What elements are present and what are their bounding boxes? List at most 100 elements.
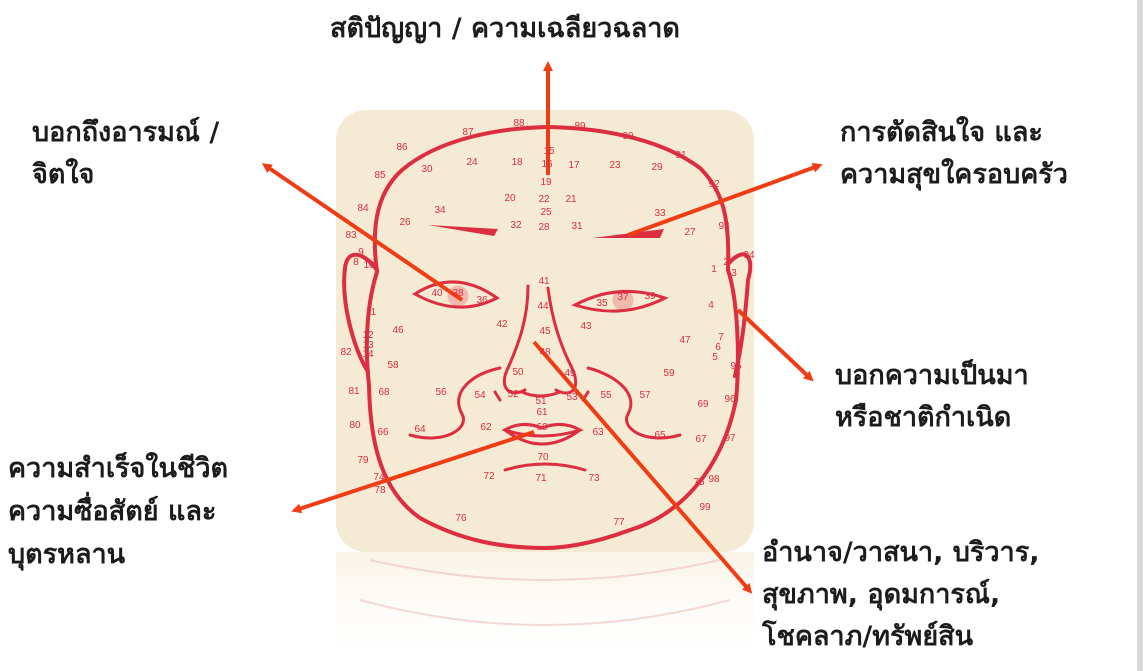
face-point-48: 48 bbox=[539, 347, 551, 358]
face-point-1: 1 bbox=[711, 264, 717, 275]
face-point-65: 65 bbox=[654, 430, 666, 441]
face-point-81: 81 bbox=[348, 386, 360, 397]
face-point-44: 44 bbox=[537, 301, 549, 312]
face-point-52: 52 bbox=[507, 389, 519, 400]
face-point-55: 55 bbox=[600, 390, 612, 401]
face-point-27: 27 bbox=[684, 227, 696, 238]
face-point-92: 92 bbox=[708, 179, 720, 190]
face-point-31: 31 bbox=[571, 221, 583, 232]
face-point-28: 28 bbox=[538, 222, 550, 233]
face-point-14: 14 bbox=[362, 349, 374, 360]
label-lower-right-line2: สุขภาพ, อุดมการณ์, bbox=[762, 574, 1039, 616]
face-point-11: 11 bbox=[366, 307, 377, 318]
face-point-93: 93 bbox=[718, 221, 730, 232]
face-point-86: 86 bbox=[396, 142, 408, 153]
face-point-73: 73 bbox=[588, 473, 600, 484]
label-right-middle-line1: บอกความเป็นมา bbox=[835, 355, 1029, 397]
face-point-39: 39 bbox=[644, 291, 656, 302]
face-point-17: 17 bbox=[568, 160, 580, 171]
face-point-83: 83 bbox=[345, 230, 357, 241]
face-point-22: 22 bbox=[538, 194, 550, 205]
face-point-98: 98 bbox=[708, 474, 720, 485]
face-point-40: 40 bbox=[431, 288, 443, 299]
label-upper-right-line2: ความสุขใครอบครัว bbox=[840, 154, 1068, 196]
label-lower-right-line1: อำนาจ/วาสนา, บริวาร, bbox=[762, 532, 1039, 574]
face-point-36: 36 bbox=[476, 295, 488, 306]
face-point-24: 24 bbox=[466, 157, 478, 168]
face-point-9: 9 bbox=[358, 247, 364, 258]
face-point-20: 20 bbox=[504, 193, 516, 204]
face-point-85: 85 bbox=[374, 170, 386, 181]
face-point-88: 88 bbox=[513, 118, 525, 129]
face-point-66: 66 bbox=[377, 427, 389, 438]
face-point-69: 69 bbox=[697, 399, 709, 410]
face-point-21: 21 bbox=[565, 194, 577, 205]
face-point-3: 3 bbox=[731, 268, 737, 279]
label-lower-right-line3: โชคลาภ/ทรัพย์สิน bbox=[762, 616, 1039, 658]
face-point-62: 62 bbox=[480, 422, 492, 433]
face-point-41: 41 bbox=[538, 276, 550, 287]
face-point-16: 16 bbox=[541, 159, 553, 170]
face-point-68: 68 bbox=[378, 387, 390, 398]
face-point-4: 4 bbox=[708, 300, 714, 311]
right-edge-strip bbox=[1137, 0, 1143, 671]
label-top: สติปัญญา / ความเฉลียวฉลาด bbox=[330, 8, 680, 50]
face-point-78: 78 bbox=[374, 485, 386, 496]
face-point-99: 99 bbox=[699, 502, 711, 513]
face-point-58: 58 bbox=[387, 360, 399, 371]
face-point-77: 77 bbox=[613, 517, 625, 528]
label-lower-left-line1: ความสำเร็จในชีวิต bbox=[8, 447, 228, 490]
face-point-80: 80 bbox=[349, 420, 361, 431]
face-point-51: 51 bbox=[535, 396, 547, 407]
face-point-64: 64 bbox=[414, 424, 426, 435]
face-point-76: 76 bbox=[455, 513, 467, 524]
face-point-84: 84 bbox=[357, 203, 369, 214]
face-point-63: 63 bbox=[592, 427, 604, 438]
face-point-30: 30 bbox=[421, 164, 433, 175]
face-point-96: 96 bbox=[724, 394, 736, 405]
face-point-74: 74 bbox=[373, 472, 385, 483]
face-point-46: 46 bbox=[392, 325, 404, 336]
face-point-75: 75 bbox=[693, 477, 705, 488]
face-point-35: 35 bbox=[596, 298, 608, 309]
face-point-67: 67 bbox=[695, 434, 707, 445]
face-point-47: 47 bbox=[679, 335, 691, 346]
face-point-82: 82 bbox=[340, 347, 352, 358]
label-right-middle: บอกความเป็นมา หรือชาติกำเนิด bbox=[835, 355, 1029, 439]
face-point-70: 70 bbox=[537, 452, 549, 463]
face-point-45: 45 bbox=[539, 326, 551, 337]
label-upper-left-line2: จิตใจ bbox=[32, 154, 219, 196]
face-point-7: 7 bbox=[718, 332, 724, 343]
face-point-97: 97 bbox=[724, 433, 736, 444]
face-point-43: 43 bbox=[580, 321, 592, 332]
label-top-text: สติปัญญา / ความเฉลียวฉลาด bbox=[330, 13, 680, 44]
face-point-61: 61 bbox=[536, 407, 548, 418]
face-point-71: 71 bbox=[535, 473, 547, 484]
face-point-10: 10 bbox=[363, 260, 375, 271]
card-reflection bbox=[336, 552, 754, 671]
label-lower-left-line2: ความซื่อสัตย์ และ bbox=[8, 490, 228, 533]
face-point-32: 32 bbox=[510, 220, 522, 231]
face-point-42: 42 bbox=[496, 319, 508, 330]
face-point-8: 8 bbox=[353, 257, 359, 268]
face-point-23: 23 bbox=[609, 160, 621, 171]
face-point-57: 57 bbox=[639, 390, 651, 401]
face-point-54: 54 bbox=[474, 390, 486, 401]
face-point-49: 49 bbox=[564, 368, 576, 379]
face-point-87: 87 bbox=[462, 127, 474, 138]
face-point-18: 18 bbox=[511, 157, 523, 168]
face-point-25: 25 bbox=[540, 207, 552, 218]
face-point-33: 33 bbox=[654, 208, 666, 219]
face-point-59: 59 bbox=[663, 368, 675, 379]
label-upper-left-line1: บอกถึงอารมณ์ / bbox=[32, 112, 219, 154]
face-point-26: 26 bbox=[399, 217, 411, 228]
face-point-15: 15 bbox=[543, 146, 555, 157]
face-point-79: 79 bbox=[357, 455, 369, 466]
face-point-95: 95 bbox=[730, 361, 742, 372]
label-upper-right: การตัดสินใจ และ ความสุขใครอบครัว bbox=[840, 112, 1068, 196]
label-upper-right-line1: การตัดสินใจ และ bbox=[840, 112, 1068, 154]
label-lower-right: อำนาจ/วาสนา, บริวาร, สุขภาพ, อุดมการณ์, … bbox=[762, 532, 1039, 658]
label-right-middle-line2: หรือชาติกำเนิด bbox=[835, 397, 1029, 439]
label-upper-left: บอกถึงอารมณ์ / จิตใจ bbox=[32, 112, 219, 196]
